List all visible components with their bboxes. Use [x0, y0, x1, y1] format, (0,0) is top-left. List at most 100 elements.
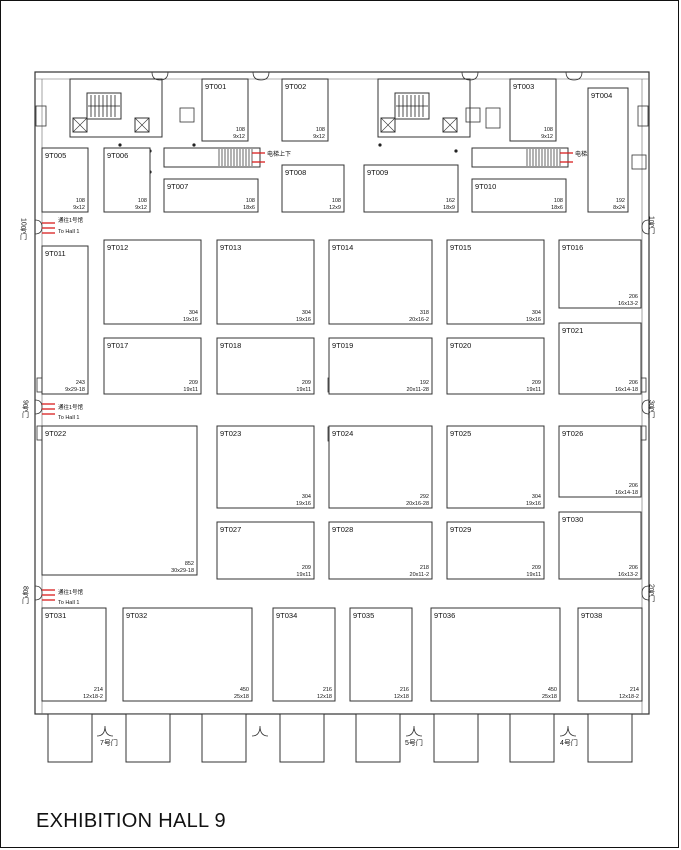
- booth-outline[interactable]: [103, 239, 202, 325]
- booth-size: 16x14-18: [615, 387, 638, 393]
- booth-area: 206: [629, 483, 638, 489]
- booth-outline[interactable]: [558, 239, 642, 309]
- booth-area: 304: [302, 310, 311, 316]
- booth-outline[interactable]: [41, 147, 89, 213]
- booth-outline[interactable]: [328, 425, 433, 509]
- booth-area: 108: [332, 198, 341, 204]
- booth-outline[interactable]: [558, 511, 642, 580]
- booth-outline[interactable]: [281, 164, 345, 213]
- gate-label-9: 9号门: [22, 400, 30, 419]
- booth-outline[interactable]: [349, 607, 413, 702]
- escalator-left: [163, 147, 265, 168]
- booth-code: 9T013: [220, 243, 241, 252]
- booth-code: 9T038: [581, 611, 602, 620]
- booth-outline[interactable]: [446, 239, 545, 325]
- booth-outline[interactable]: [587, 87, 629, 213]
- booth-code: 9T021: [562, 326, 583, 335]
- booth-outline[interactable]: [281, 78, 329, 142]
- booth-outline[interactable]: [577, 607, 643, 702]
- booth-size: 19x16: [296, 317, 311, 323]
- passage-label-en: To Hall 1: [58, 415, 79, 421]
- booth-code: 9T005: [45, 151, 66, 160]
- booth-outline[interactable]: [41, 425, 198, 576]
- booth-outline[interactable]: [272, 607, 336, 702]
- booth-outline[interactable]: [216, 239, 315, 325]
- booth-outline[interactable]: [446, 425, 545, 509]
- booth-outline[interactable]: [509, 78, 557, 142]
- booth-outline[interactable]: [216, 337, 315, 395]
- booth-code: 9T011: [45, 249, 66, 258]
- booth-size: 19x16: [296, 501, 311, 507]
- booth-outline[interactable]: [558, 425, 642, 498]
- booth-area: 214: [630, 687, 639, 693]
- booth-outline[interactable]: [41, 607, 107, 702]
- booth-outline[interactable]: [163, 178, 259, 213]
- booth-outline[interactable]: [446, 521, 545, 580]
- booth-outline[interactable]: [122, 607, 253, 702]
- booth-outline[interactable]: [328, 337, 433, 395]
- booth-code: 9T009: [367, 168, 388, 177]
- booth-outline[interactable]: [328, 521, 433, 580]
- booth-outline[interactable]: [446, 337, 545, 395]
- booth-code: 9T030: [562, 515, 583, 524]
- gate-label-7: 7号门: [100, 738, 118, 747]
- booth-outline[interactable]: [216, 425, 315, 509]
- booth-area: 216: [323, 687, 332, 693]
- booth-code: 9T001: [205, 82, 226, 91]
- booth-outline[interactable]: [41, 245, 89, 395]
- booth-outline[interactable]: [216, 521, 315, 580]
- booth-outline[interactable]: [558, 322, 642, 395]
- booth-outline[interactable]: [103, 337, 202, 395]
- booth-outline[interactable]: [201, 78, 249, 142]
- booth-outline[interactable]: [471, 178, 567, 213]
- booth-code: 9T034: [276, 611, 297, 620]
- booth-outline[interactable]: [430, 607, 561, 702]
- booth-area: 108: [246, 198, 255, 204]
- booth-outline[interactable]: [363, 164, 459, 213]
- booth-size: 20x16-2: [409, 317, 429, 323]
- booth-outline[interactable]: [328, 239, 433, 325]
- booth-outline[interactable]: [103, 147, 151, 213]
- escalator-label: 电梯上下: [575, 150, 599, 158]
- booth-size: 25x18: [542, 694, 557, 700]
- booth-code: 9T002: [285, 82, 306, 91]
- booth-code: 9T004: [591, 91, 612, 100]
